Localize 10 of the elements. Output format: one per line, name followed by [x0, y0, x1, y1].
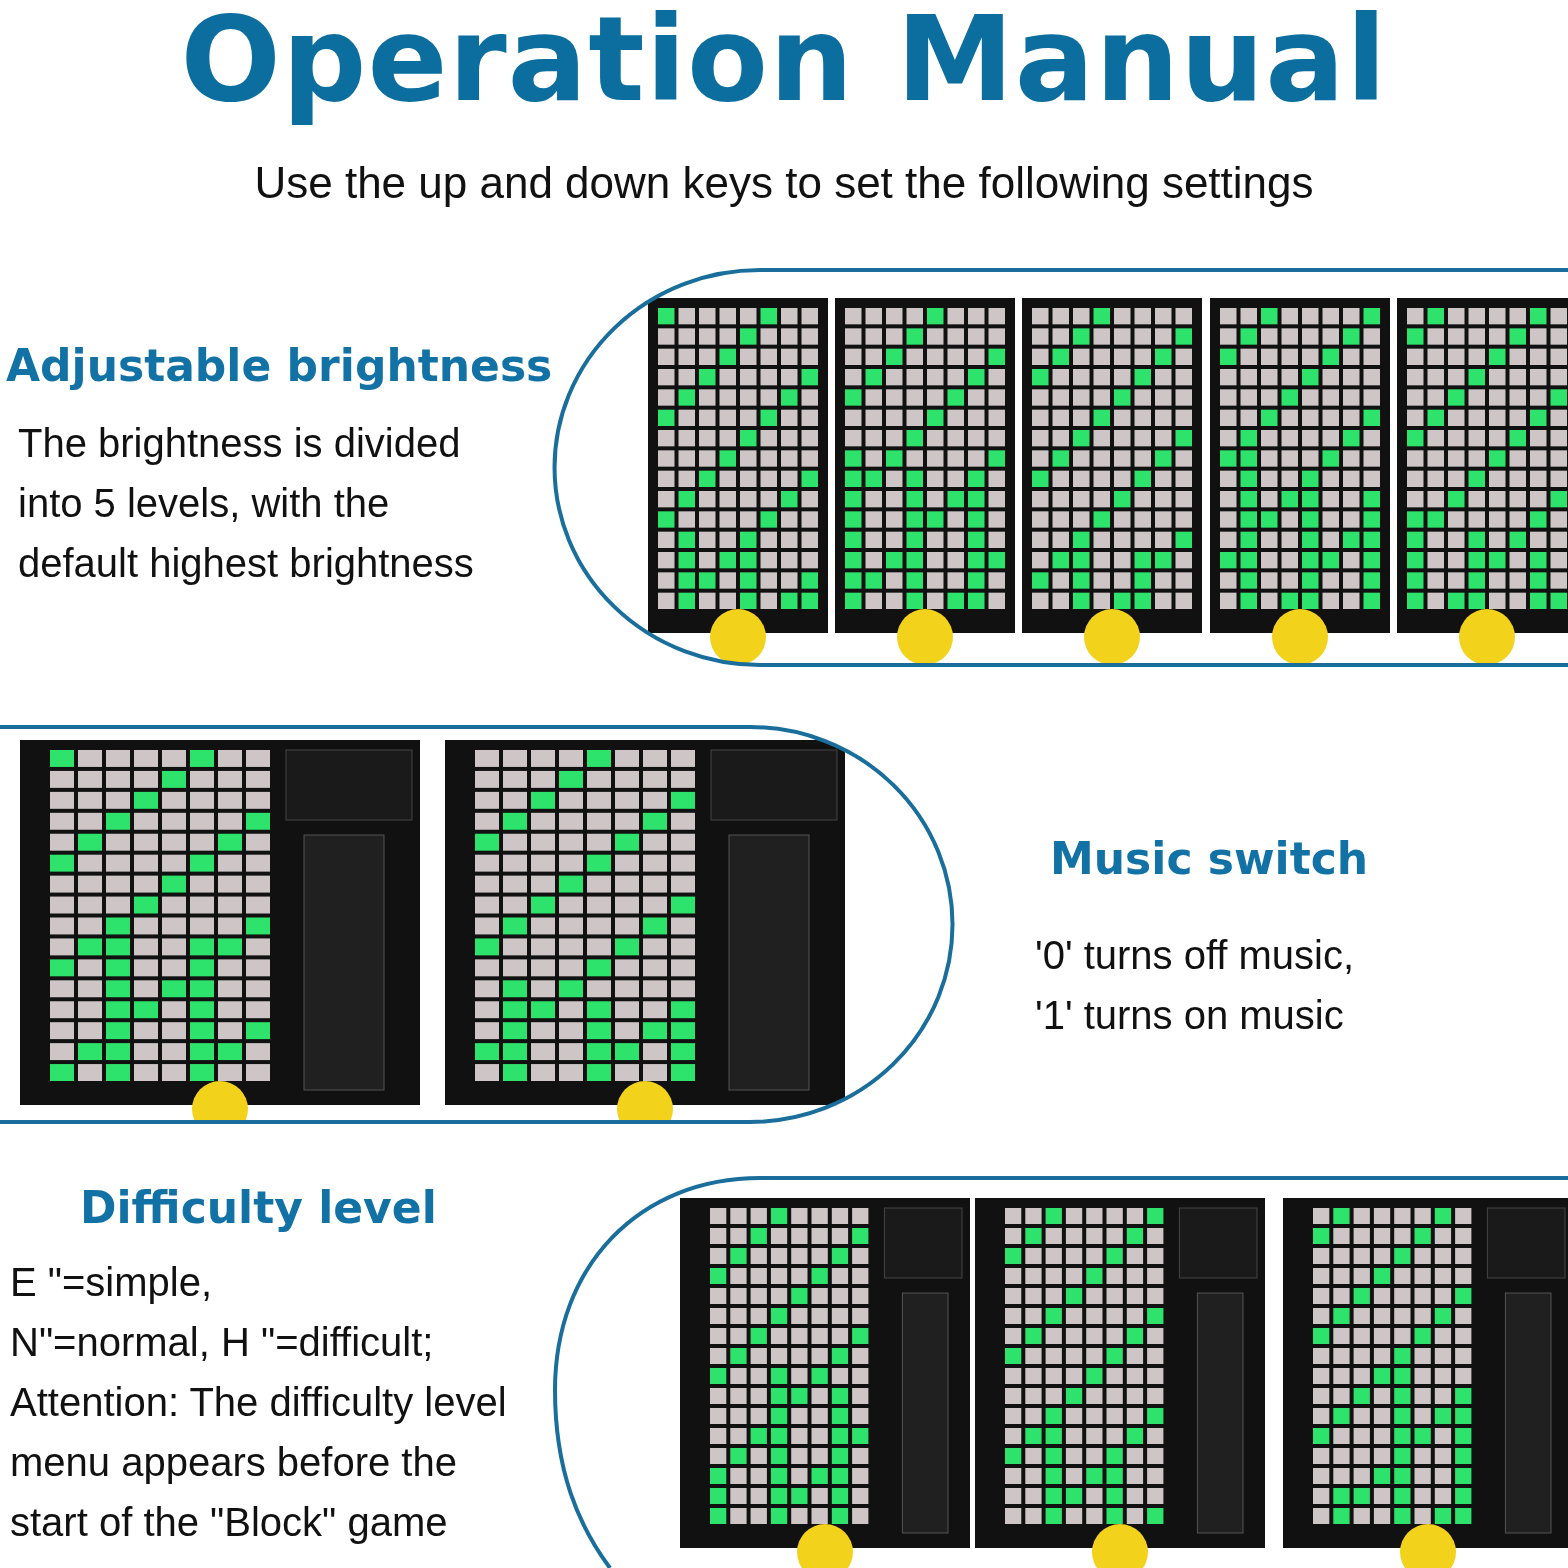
section-heading: Difficulty level	[80, 1182, 437, 1233]
description: The brightness is divided into 5 levels, with the default highest brightness	[18, 420, 475, 587]
description: '0' turns off music, '1' turns on music	[1035, 932, 1356, 1039]
description: E "=simple,	[10, 1259, 213, 1306]
subtitle: Use the up and down keys to set the following settings	[253, 158, 1315, 208]
title: Operation Manual	[179, 0, 1389, 128]
section-heading: Adjustable brightness	[6, 340, 553, 391]
description: Attention: The difficulty level menu appears before the start of the "Block" game	[10, 1379, 508, 1546]
description: N"=normal, H "=difficult;	[10, 1319, 434, 1366]
section-heading: Music switch	[1050, 833, 1369, 884]
